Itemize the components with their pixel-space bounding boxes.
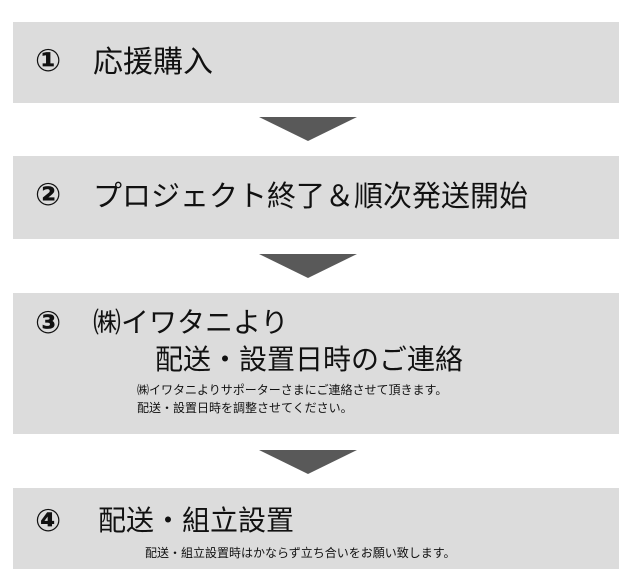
step-3-title-line-2: 配送・設置日時のご連絡 (155, 343, 464, 376)
step-2-number: ② (35, 177, 62, 213)
step-2-title: プロジェクト終了＆順次発送開始 (93, 179, 529, 213)
step-3-title-line-1: ㈱イワタニより (93, 306, 289, 339)
down-arrow-icon (259, 450, 357, 474)
down-arrow-icon (259, 117, 357, 141)
step-1-title: 応援購入 (93, 45, 213, 80)
step-1-box: ① 応援購入 (13, 22, 619, 103)
down-arrow-icon (259, 254, 357, 278)
step-3-note-line-2: 配送・設置日時を調整させてください。 (137, 401, 353, 415)
step-3-note-line-1: ㈱イワタニよりサポーターさまにご連絡させて頂きます。 (137, 383, 448, 397)
step-4-number: ④ (35, 503, 62, 539)
step-1-number: ① (35, 43, 62, 79)
step-4-note: 配送・組立設置時はかならず立ち合いをお願い致します。 (145, 546, 456, 560)
step-4-title: 配送・組立設置 (98, 504, 295, 537)
step-2-box: ② プロジェクト終了＆順次発送開始 (13, 156, 619, 239)
step-3-box: ③ ㈱イワタニより 配送・設置日時のご連絡 ㈱イワタニよりサポーターさまにご連絡… (13, 293, 619, 434)
step-4-box: ④ 配送・組立設置 配送・組立設置時はかならず立ち合いをお願い致します。 (13, 488, 619, 569)
step-3-number: ③ (35, 305, 62, 341)
